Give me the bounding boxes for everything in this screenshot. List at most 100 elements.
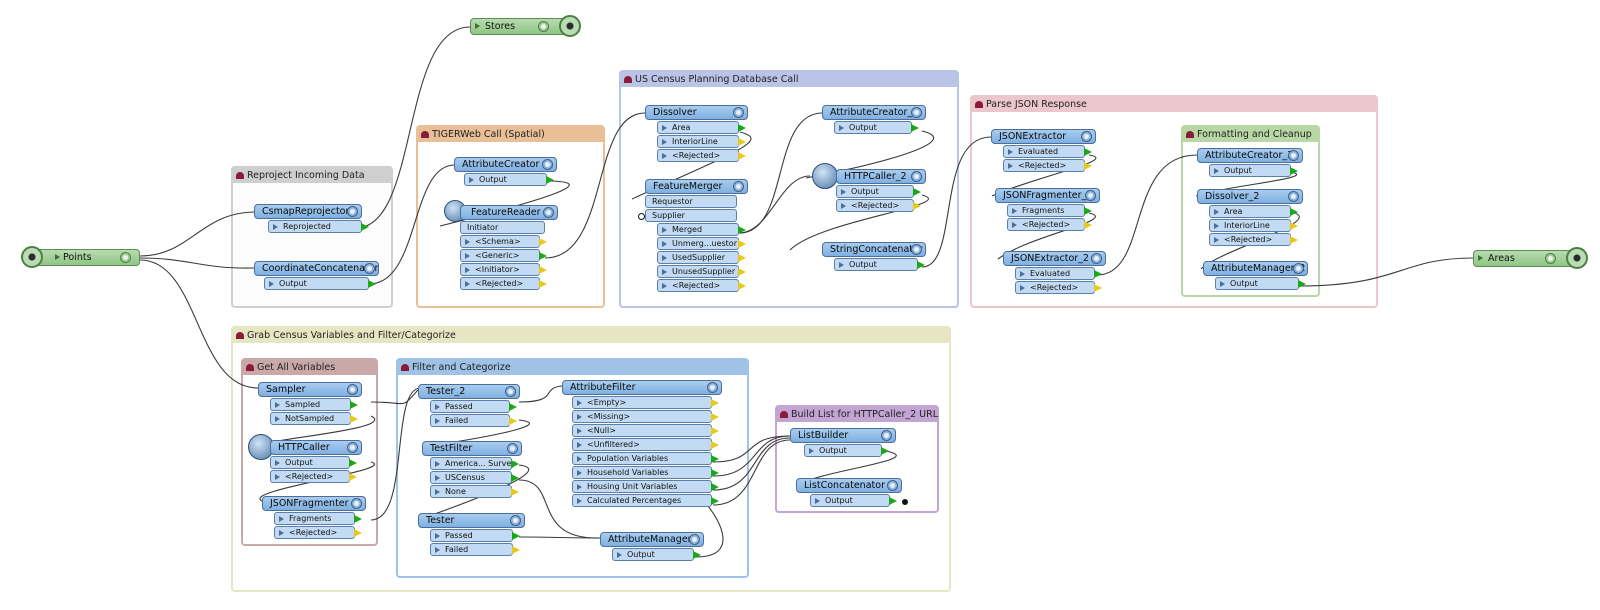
port-connector[interactable] [693, 551, 701, 559]
output-port[interactable]: <Rejected> [1003, 159, 1092, 172]
transformer-header[interactable]: JSONFragmenter_2 [995, 188, 1100, 203]
gear-icon[interactable] [347, 442, 358, 453]
input-port[interactable]: Initiator [460, 221, 545, 234]
port-connector[interactable] [511, 474, 519, 482]
output-port[interactable]: America... Survey [430, 457, 519, 470]
port-connector[interactable] [539, 238, 547, 246]
output-port[interactable]: <Rejected> [460, 277, 547, 290]
output-port[interactable]: Output [612, 548, 701, 561]
input-connector-icon[interactable] [638, 213, 645, 220]
output-port[interactable]: <Rejected> [270, 470, 357, 483]
port-connector[interactable] [509, 417, 517, 425]
transformer-header[interactable]: JSONExtractor_2 [1003, 251, 1106, 266]
port-connector[interactable] [711, 441, 719, 449]
output-port[interactable]: UsedSupplier [657, 251, 746, 264]
port-connector[interactable] [539, 252, 547, 260]
transformer-header[interactable]: Dissolver_2 [1197, 189, 1303, 204]
output-port[interactable]: NotSampled [270, 412, 358, 425]
gear-icon[interactable] [543, 207, 554, 218]
gear-icon[interactable] [347, 206, 358, 217]
output-port[interactable]: <Rejected> [1007, 218, 1092, 231]
output-port[interactable]: <Schema> [460, 235, 547, 248]
output-port[interactable]: Output [1215, 277, 1306, 290]
gear-icon[interactable] [1085, 190, 1096, 201]
output-port[interactable]: Unmerg...uestor [657, 237, 746, 250]
gear-icon[interactable] [1288, 191, 1299, 202]
bookmark-build-list[interactable]: Build List for HTTPCaller_2 URL [775, 405, 939, 513]
output-port[interactable]: <Unfiltered> [572, 438, 719, 451]
transformer-header[interactable]: Sampler [258, 382, 362, 397]
output-port[interactable]: <Empty> [572, 396, 719, 409]
gear-icon[interactable] [707, 382, 718, 393]
transformer-header[interactable]: Dissolver [645, 105, 748, 120]
port-connector[interactable] [738, 138, 746, 146]
port-connector[interactable] [738, 226, 746, 234]
port-connector[interactable] [738, 240, 746, 248]
port-connector[interactable] [354, 515, 362, 523]
port-connector[interactable] [711, 427, 719, 435]
port-connector[interactable] [512, 546, 520, 554]
output-port[interactable]: None [430, 485, 519, 498]
output-port[interactable]: Evaluated [1003, 145, 1092, 158]
transformer-header[interactable]: TestFilter [422, 441, 522, 456]
gear-icon[interactable] [351, 498, 362, 509]
transformer-header[interactable]: AttributeCreator_2 [822, 105, 926, 120]
port-connector[interactable] [1290, 222, 1298, 230]
transformer-header[interactable]: AttributeFilter [562, 380, 722, 395]
writer-stores[interactable]: Stores [470, 15, 581, 37]
gear-icon[interactable] [507, 443, 518, 454]
transformer-tester-2[interactable]: Tester_2 Passed Failed [418, 384, 520, 427]
port-connector[interactable] [1084, 162, 1092, 170]
output-port[interactable]: <Null> [572, 424, 719, 437]
gear-icon[interactable] [911, 171, 922, 182]
port-connector[interactable] [711, 455, 719, 463]
transformer-stringconcatenator[interactable]: StringConcatenator Output [822, 242, 926, 271]
gear-icon[interactable] [1288, 150, 1299, 161]
gear-icon[interactable] [881, 430, 892, 441]
output-port[interactable]: Output [834, 258, 925, 271]
output-port[interactable]: Output [810, 494, 897, 507]
output-port[interactable]: <Initiator> [460, 263, 547, 276]
transformer-header[interactable]: AttributeCreator [454, 157, 557, 172]
port-connector[interactable] [361, 223, 369, 231]
output-port[interactable]: Merged [657, 223, 746, 236]
port-connector[interactable] [1298, 280, 1306, 288]
output-port[interactable]: <Rejected> [836, 199, 921, 212]
transformer-attributecreator-2[interactable]: AttributeCreator_2 Output [822, 105, 926, 134]
output-port[interactable]: Passed [430, 529, 520, 542]
output-port[interactable]: Output [804, 444, 889, 457]
gear-icon[interactable] [1091, 253, 1102, 264]
port-connector[interactable] [711, 497, 719, 505]
transformer-coordinateconcatenator[interactable]: CoordinateConcatenator Output [254, 261, 379, 290]
transformer-jsonfragmenter-2[interactable]: JSONFragmenter_2 Fragments <Rejected> [995, 188, 1100, 231]
transformer-header[interactable]: FeatureReader [460, 205, 558, 220]
port-connector[interactable] [1084, 221, 1092, 229]
transformer-header[interactable]: ListBuilder [790, 428, 896, 443]
output-port[interactable]: Output [1209, 164, 1298, 177]
transformer-header[interactable]: JSONExtractor [991, 129, 1096, 144]
gear-icon[interactable] [1081, 131, 1092, 142]
output-port[interactable]: Output [836, 185, 921, 198]
gear-icon[interactable] [364, 263, 375, 274]
gear-icon[interactable] [120, 252, 131, 263]
port-connector[interactable] [539, 280, 547, 288]
port-connector[interactable] [711, 483, 719, 491]
port-connector[interactable] [738, 124, 746, 132]
transformer-dissolver[interactable]: Dissolver Area InteriorLine <Rejected> [645, 105, 748, 162]
output-port[interactable]: <Rejected> [274, 526, 362, 539]
port-connector[interactable] [511, 460, 519, 468]
transformer-header[interactable]: AttributeManager [600, 532, 704, 547]
port-connector[interactable] [917, 261, 925, 269]
output-port[interactable]: <Missing> [572, 410, 719, 423]
transformer-header[interactable]: Tester [418, 513, 525, 528]
port-connector[interactable] [539, 266, 547, 274]
output-port[interactable]: Output [834, 121, 919, 134]
transformer-tester[interactable]: Tester Passed Failed [418, 513, 525, 556]
output-port[interactable]: Housing Unit Variables [572, 480, 719, 493]
gear-icon[interactable] [689, 534, 700, 545]
port-connector[interactable] [881, 447, 889, 455]
output-port[interactable]: Fragments [274, 512, 362, 525]
gear-icon[interactable] [911, 107, 922, 118]
port-connector[interactable] [738, 152, 746, 160]
output-port[interactable]: Output [464, 173, 554, 186]
